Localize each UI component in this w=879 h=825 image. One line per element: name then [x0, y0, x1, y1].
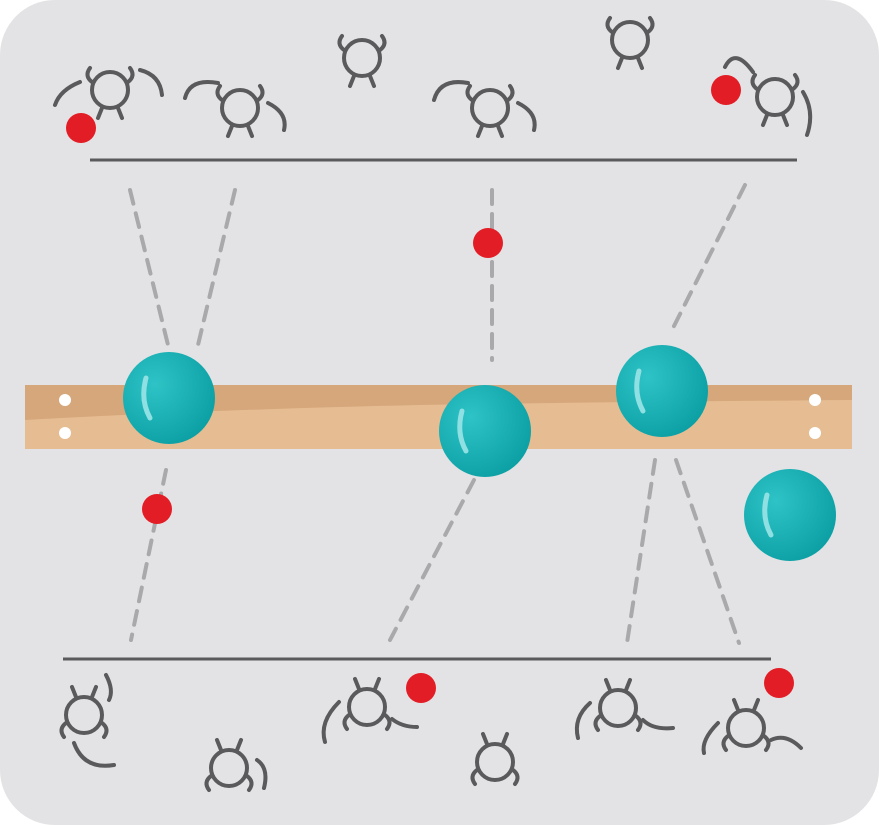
board-peg-hole — [809, 427, 821, 439]
red-marker — [66, 113, 96, 143]
bottom-team — [59, 673, 803, 792]
player-icon — [321, 677, 419, 744]
trajectory-line — [196, 188, 237, 347]
board-peg-hole — [809, 394, 821, 406]
ball — [123, 352, 215, 444]
player-icon — [59, 673, 116, 768]
board-peg-hole — [59, 394, 71, 406]
player-icon — [701, 698, 803, 755]
trajectory-line — [674, 458, 741, 645]
balls — [123, 345, 836, 561]
red-marker — [764, 668, 794, 698]
ball — [744, 469, 836, 561]
player-icon — [723, 56, 813, 137]
trajectory-lines — [128, 183, 747, 645]
player-icon — [574, 678, 675, 740]
top-team — [53, 16, 813, 138]
red-marker — [711, 75, 741, 105]
red-marker — [142, 494, 172, 524]
trajectory-line — [670, 183, 747, 332]
board-peg-hole — [59, 427, 71, 439]
red-marker — [473, 228, 503, 258]
trajectory-line — [128, 188, 170, 347]
trajectory-line — [625, 458, 657, 645]
player-icon — [432, 80, 537, 138]
ball — [439, 385, 531, 477]
player-icon — [53, 66, 164, 120]
red-markers — [66, 75, 794, 703]
player-icon — [183, 80, 287, 138]
red-marker — [406, 673, 436, 703]
player-icon — [204, 738, 268, 792]
trajectory-line — [388, 478, 476, 642]
ball — [616, 345, 708, 437]
